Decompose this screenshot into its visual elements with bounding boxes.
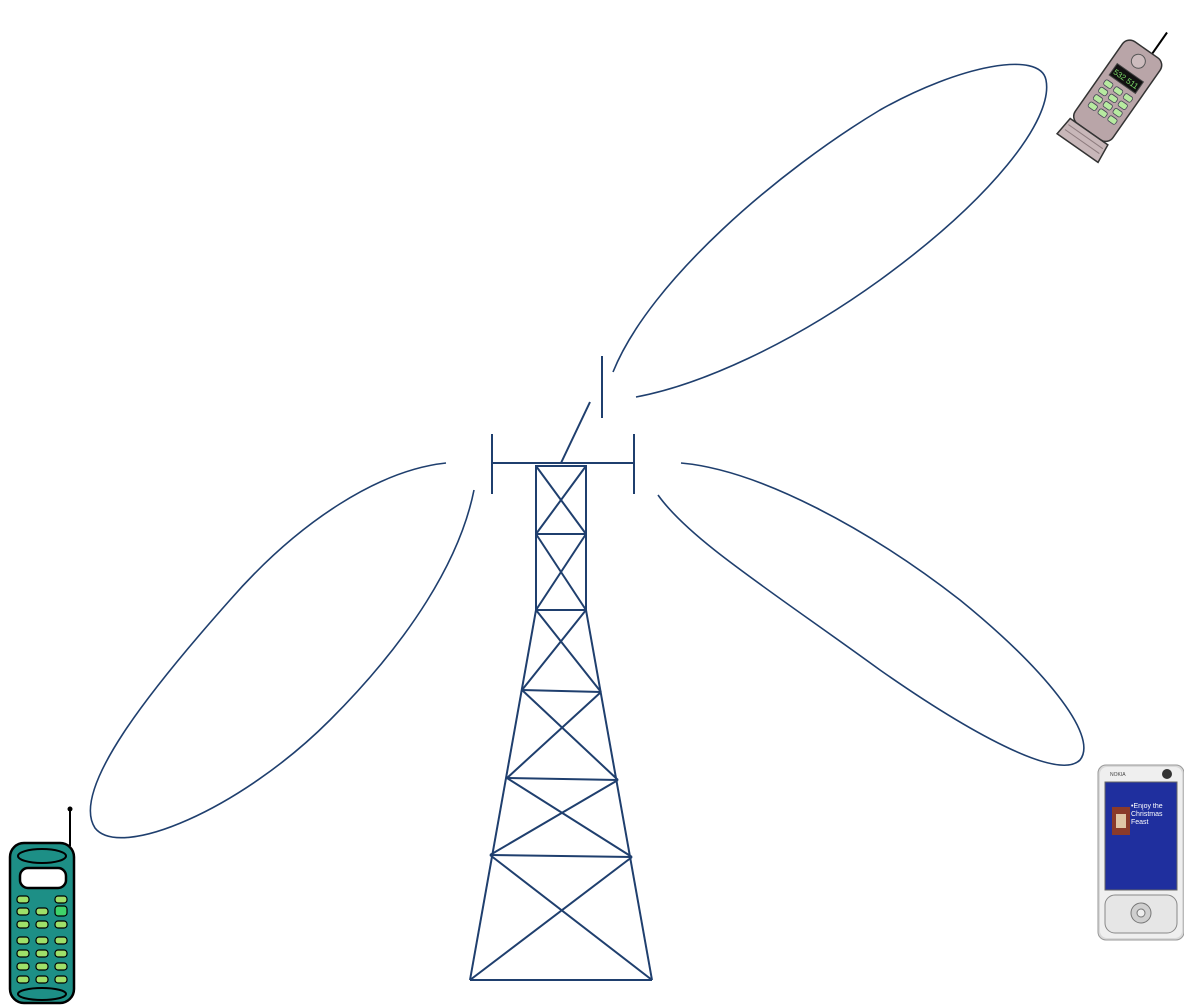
smartphone-brand-text: NOKIA (1110, 772, 1126, 778)
smartphone-screen-text: •Enjoy the Christmas Feast (1131, 803, 1177, 827)
beam-lobe-right (658, 463, 1084, 765)
beam-lobe-top-right (613, 64, 1047, 397)
phone-bottom-right-icon: NOKIA •Enjoy the Christmas Feast (1098, 765, 1184, 940)
cell-tower-icon (470, 356, 652, 980)
tower-leg-right (586, 610, 652, 980)
tower-leg-left (470, 610, 536, 980)
phone-top-right-icon: 532 511 (1057, 14, 1182, 162)
beam-lobes (90, 64, 1084, 837)
phone-bottom-left-icon (10, 807, 74, 1004)
antenna-top-arm (561, 402, 590, 463)
beam-lobe-left (90, 463, 474, 838)
